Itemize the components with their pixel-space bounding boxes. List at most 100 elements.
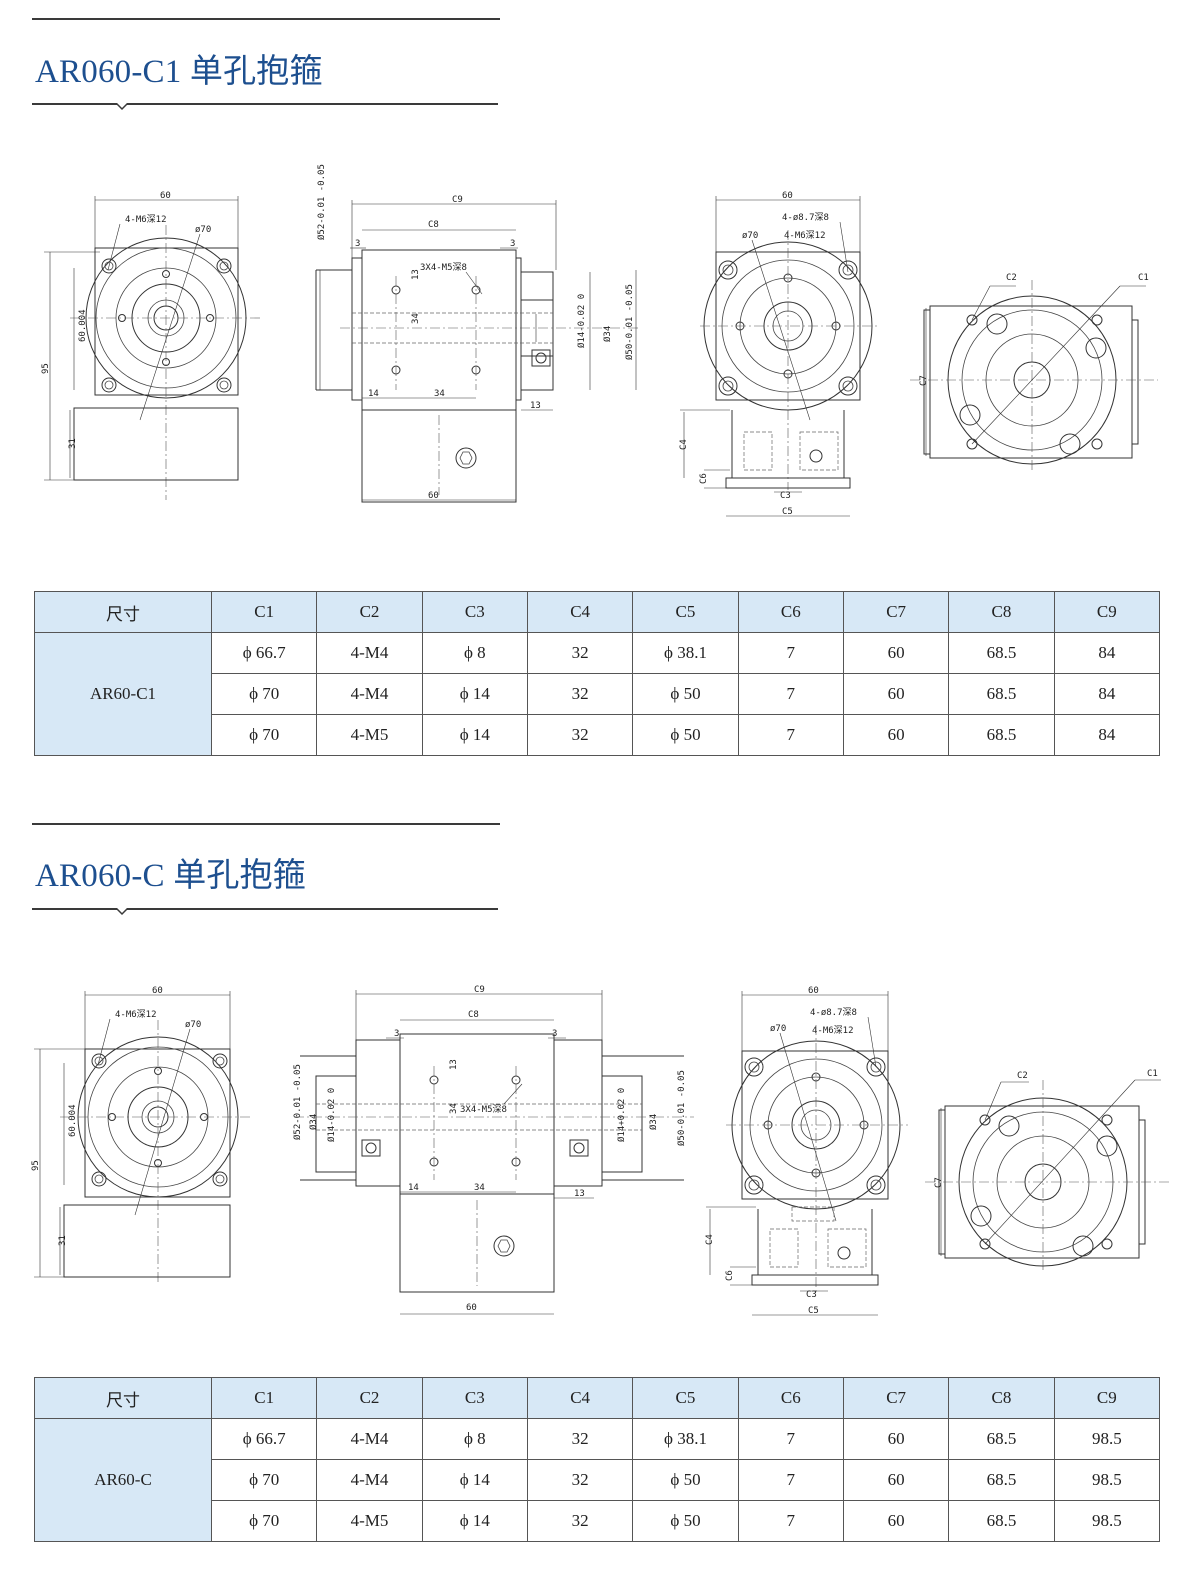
table-cell: 7	[737, 632, 844, 674]
table-cell: 32	[526, 714, 634, 756]
table-cell: 32	[526, 632, 634, 674]
dimension-label: 95	[41, 363, 51, 374]
title-bottom-rule	[32, 908, 498, 910]
table-cell: 68.5	[948, 673, 1055, 715]
table-cell: ϕ 14	[421, 673, 528, 715]
dimension-label: C2	[1006, 273, 1017, 283]
table-cell: 4-M4	[316, 632, 423, 674]
table-cell: 60	[842, 632, 950, 674]
model-cell: AR60-C	[34, 1418, 212, 1542]
header-cell: C4	[526, 1377, 634, 1419]
table-cell: ϕ 70	[210, 673, 318, 715]
title-top-rule	[32, 18, 500, 20]
dimension-label: C5	[782, 507, 793, 517]
table-row: ϕ 70 4-M4 ϕ 14 32 ϕ 50 7 60 68.5 98.5	[35, 1459, 1161, 1501]
dimension-label: 60	[466, 1303, 477, 1313]
table-cell: ϕ 14	[421, 1459, 528, 1501]
dimension-label: 13	[530, 401, 541, 411]
title-caret-icon	[116, 103, 128, 111]
table-row: ϕ 70 4-M5 ϕ 14 32 ϕ 50 7 60 68.5 84	[35, 714, 1161, 756]
table-cell: ϕ 8	[421, 1418, 528, 1460]
table-cell: ϕ 70	[210, 1500, 318, 1542]
table-cell: ϕ 50	[632, 1500, 739, 1542]
drawing-rear-view: 60 4-ø8.7深8 4-M6深12 ø70 C4 C6 C3 C5	[705, 986, 908, 1316]
header-cell: C3	[421, 1377, 528, 1419]
dimension-label: 31	[68, 438, 78, 449]
section-title: AR060-C1 单孔抱箍	[35, 54, 323, 90]
drawing-front-view: 60 4-M6深12 ø70 95 60.004 31	[31, 986, 252, 1285]
drawing-side-view: C9 C8 3 3 3X4-M5深8 13 34 14 34 13 60	[315, 164, 640, 503]
dimension-label: C7	[934, 1177, 944, 1188]
table-cell: 7	[737, 1459, 844, 1501]
table-cell: ϕ 8	[421, 632, 528, 674]
dimension-label: C6	[725, 1270, 735, 1281]
dimension-label: 14	[368, 389, 379, 399]
dimension-label: 13	[411, 269, 421, 280]
table-cell: 60	[842, 1500, 950, 1542]
title-bottom-rule	[32, 103, 498, 105]
dimension-label: C9	[474, 985, 485, 995]
dimension-label: 3	[355, 239, 360, 249]
dimension-label: 95	[31, 1160, 41, 1171]
table-row: AR60-C ϕ 66.7 4-M4 ϕ 8 32 ϕ 38.1 7 60 68…	[34, 1418, 1161, 1542]
table-cell: 4-M4	[316, 673, 423, 715]
table-cell: ϕ 14	[421, 714, 528, 756]
dimension-label: 60.004	[78, 309, 88, 342]
dimension-label: C5	[808, 1306, 819, 1316]
dimension-label: C7	[919, 375, 929, 386]
dimension-label: Ø34	[648, 1114, 659, 1130]
table-cell: 98.5	[1053, 1459, 1161, 1501]
dimension-label: 34	[449, 1103, 459, 1114]
spec-table: 尺寸 C1 C2 C3 C4 C5 C6 C7 C8 C9 AR60-C ϕ 6…	[34, 1377, 1161, 1542]
dimension-label: C8	[468, 1010, 479, 1020]
dimension-label: 4-ø8.7深8	[782, 212, 829, 223]
table-cell: 4-M4	[316, 1418, 423, 1460]
dimension-label: Ø34	[308, 1114, 319, 1130]
dimension-label: 34	[411, 313, 421, 324]
dimension-label: Ø50-0.01 -0.05	[624, 284, 635, 360]
dimension-label: 34	[434, 389, 445, 399]
header-cell: C8	[948, 1377, 1055, 1419]
dimension-label: 13	[449, 1059, 459, 1070]
dimension-label: Ø52-0.01 -0.05	[292, 1064, 303, 1140]
dimension-label: C6	[699, 473, 709, 484]
header-cell: C4	[526, 591, 634, 633]
dimension-label: ø70	[195, 225, 211, 235]
dimension-label: 60	[428, 491, 439, 501]
header-cell: C5	[632, 1377, 739, 1419]
drawing-clamp-view: C1 C2 C7	[925, 1069, 1171, 1270]
dimension-label: C1	[1147, 1069, 1158, 1079]
table-cell: 68.5	[948, 714, 1055, 756]
header-cell: C6	[737, 1377, 844, 1419]
dimension-label: 3	[510, 239, 515, 249]
header-cell: C7	[842, 1377, 950, 1419]
header-cell: C2	[316, 1377, 423, 1419]
table-cell: 84	[1053, 714, 1161, 756]
dimension-label: C9	[452, 195, 463, 205]
header-cell: C8	[948, 591, 1055, 633]
header-cell: C5	[632, 591, 739, 633]
table-cell: 7	[737, 1500, 844, 1542]
header-cell: C9	[1053, 591, 1161, 633]
header-cell: C1	[210, 1377, 318, 1419]
dimension-label: 4-M6深12	[812, 1025, 854, 1036]
dimension-label: Ø14+0.02 0	[616, 1088, 627, 1142]
dimension-label: Ø34	[602, 326, 613, 342]
table-cell: 68.5	[948, 1500, 1055, 1542]
dimension-label: C8	[428, 220, 439, 230]
table-cell: 4-M4	[316, 1459, 423, 1501]
dimension-label: ø70	[770, 1024, 786, 1034]
drawing-front-view: 60 4-M6深12 ø70 95 60.004 31	[41, 191, 262, 500]
dimension-label: 14	[408, 1183, 419, 1193]
table-cell: 4-M5	[316, 1500, 423, 1542]
dimension-label: 60	[152, 986, 163, 996]
table-cell: 60	[842, 673, 950, 715]
section-title: AR060-C 单孔抱箍	[35, 858, 306, 894]
dimension-label: C4	[679, 439, 689, 450]
title-top-rule	[32, 823, 500, 825]
header-cell: 尺寸	[34, 591, 212, 633]
dimension-label: Ø14-0.02 0	[576, 294, 587, 348]
table-cell: ϕ 50	[632, 1459, 739, 1501]
table-cell: ϕ 70	[210, 1459, 318, 1501]
table-cell: ϕ 38.1	[632, 632, 739, 674]
